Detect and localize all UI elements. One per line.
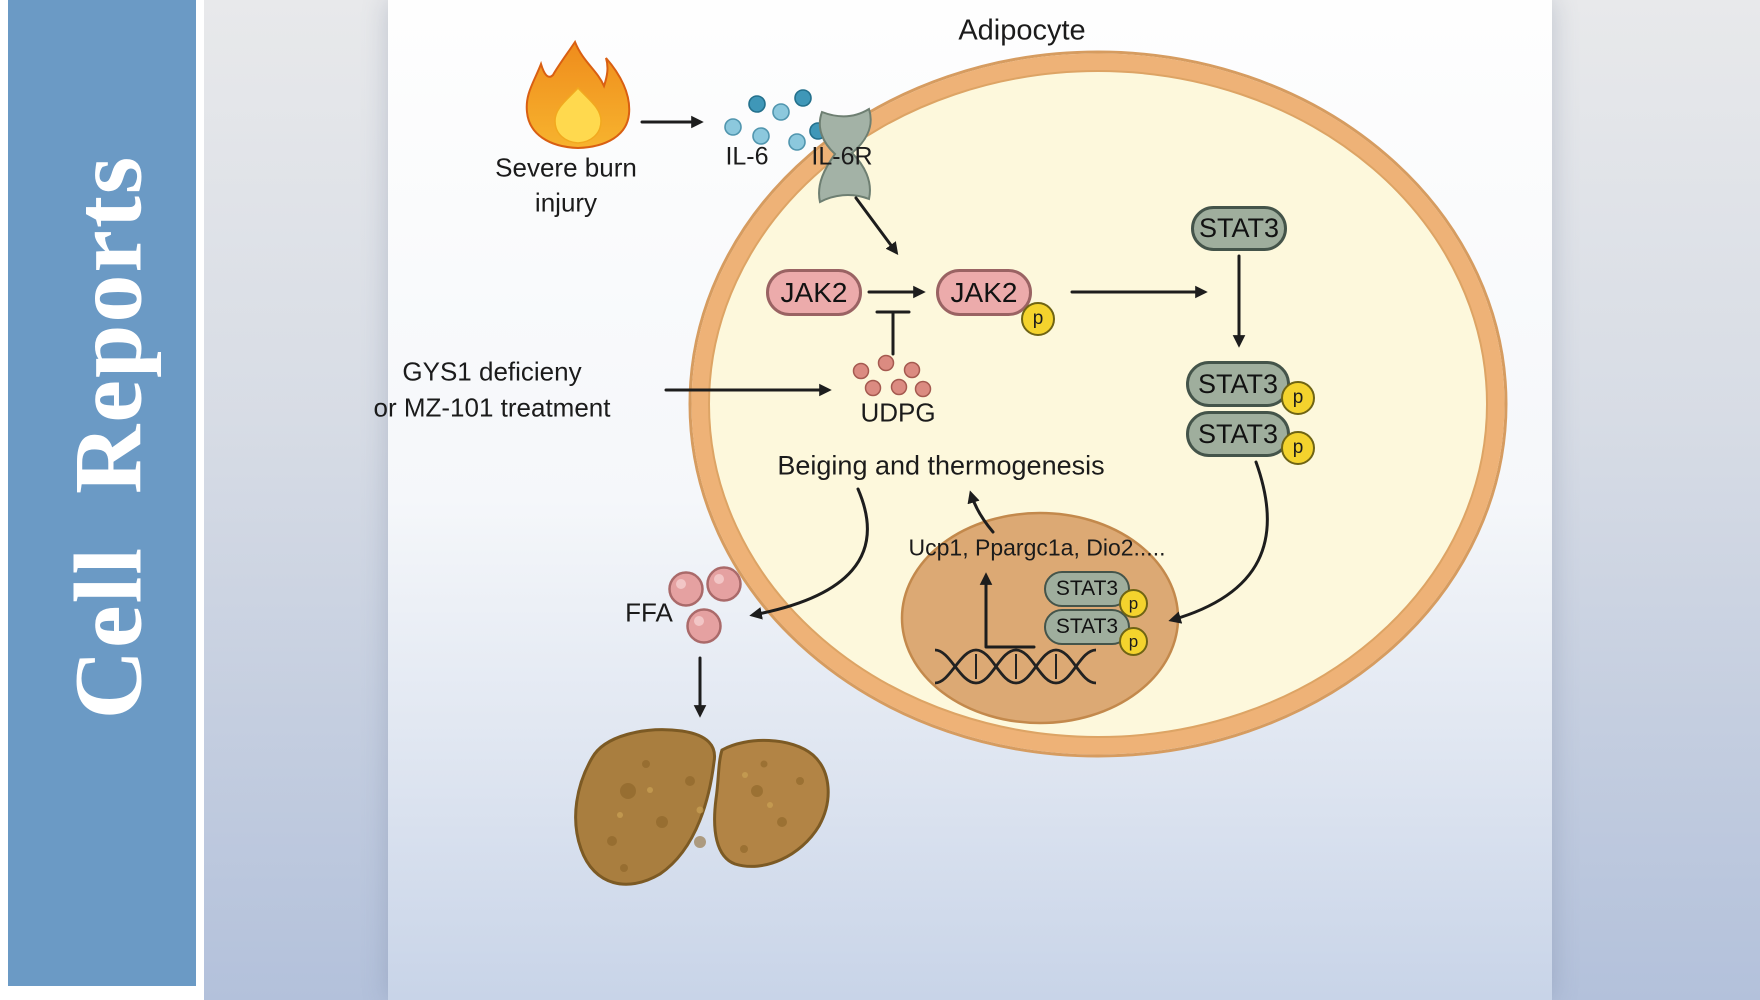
udpg-label: UDPG [860,397,936,428]
phospho-badge-jak2: p [1021,302,1055,336]
ffa-label: FFA [625,597,673,628]
phospho-badge-nucleus-2: p [1119,627,1148,656]
burn-label-line1: Severe burn [495,152,637,183]
phospho-badge-dimer-2: p [1281,431,1315,465]
burn-label-line2: injury [534,187,598,218]
stat3-nucleus-pill-1: STAT3 [1044,571,1130,607]
jak2-phospho-pill: JAK2 [936,269,1032,316]
gys1-label-line2: or MZ-101 treatment [373,392,611,423]
jak2-pill: JAK2 [766,269,862,316]
stat3-nucleus-pill-2: STAT3 [1044,609,1130,645]
cell-title: Adipocyte [958,14,1086,47]
beiging-label: Beiging and thermogenesis [777,450,1105,481]
gys1-label-line1: GYS1 deficieny [402,356,582,387]
il6r-label: IL-6R [811,142,873,171]
target-genes-label: Ucp1, Ppargc1a, Dio2..... [908,534,1166,561]
stat3-pill: STAT3 [1191,206,1287,251]
stat3-dimer-pill-1: STAT3 [1186,361,1290,407]
journal-title: Cell Reports [54,154,162,720]
il6-label: IL-6 [725,142,769,171]
journal-sidebar: Cell Reports [8,0,196,986]
phospho-badge-nucleus-1: p [1119,589,1148,618]
stat3-dimer-pill-2: STAT3 [1186,411,1290,457]
phospho-badge-dimer-1: p [1281,381,1315,415]
figure-panel [388,0,1552,1000]
